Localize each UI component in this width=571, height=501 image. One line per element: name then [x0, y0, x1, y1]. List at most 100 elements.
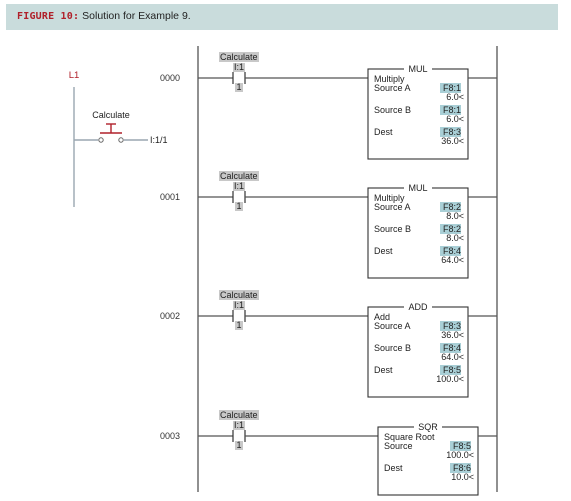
block-row-label: Source B: [374, 224, 411, 234]
block-row-value: 36.0<: [441, 330, 464, 340]
instruction-block: [377, 426, 479, 496]
block-row-value: 64.0<: [441, 352, 464, 362]
figure-label: FIGURE 10:: [17, 11, 80, 22]
contact-bit-highlight: [235, 441, 243, 450]
block-row-value: 100.0<: [436, 374, 464, 384]
block-row-value: 64.0<: [441, 255, 464, 265]
block-row-address-highlight: [440, 127, 461, 137]
contact-tag: Calculate: [220, 171, 258, 181]
contact-address-highlight: [233, 301, 245, 310]
figure-caption: FIGURE 10: Solution for Example 9.: [17, 10, 191, 22]
block-row-address: F8:4: [443, 246, 461, 256]
block-row-label: Source A: [374, 321, 411, 331]
block-row-address-highlight: [440, 202, 461, 212]
figure-caption-bar: FIGURE 10: Solution for Example 9.: [6, 4, 558, 30]
block-row-address-highlight: [450, 463, 471, 473]
block-row-address-highlight: [440, 321, 461, 331]
figure-caption-text: Solution for Example 9.: [82, 10, 191, 22]
block-row-label: Source A: [374, 83, 411, 93]
block-row-address: F8:2: [443, 202, 461, 212]
block-row-address: F8:1: [443, 83, 461, 93]
contact-address: I:1: [234, 420, 244, 430]
contact-address-highlight: [233, 63, 245, 72]
block-row-value: 6.0<: [446, 92, 464, 102]
block-row-address: F8:5: [453, 441, 471, 451]
block-row-address-highlight: [440, 246, 461, 256]
block-row-value: 36.0<: [441, 136, 464, 146]
block-row-address: F8:4: [443, 343, 461, 353]
rung-number: 0001: [160, 192, 180, 202]
block-title: Multiply: [374, 74, 405, 84]
block-header-gap: [404, 302, 432, 311]
block-row-value: 8.0<: [446, 211, 464, 221]
block-header: SQR: [418, 422, 438, 432]
rung-number: 0000: [160, 73, 180, 83]
block-header: MUL: [408, 183, 427, 193]
contact-tag-highlight: [219, 410, 259, 420]
contact-address-highlight: [233, 421, 245, 430]
rung-number: 0003: [160, 431, 180, 441]
block-row-value: 10.0<: [451, 472, 474, 482]
block-header-gap: [414, 422, 442, 431]
contact-bit: 1: [236, 201, 241, 211]
block-row-label: Dest: [374, 127, 393, 137]
block-row-label: Dest: [374, 365, 393, 375]
block-row-address-highlight: [440, 83, 461, 93]
block-row-address-highlight: [440, 365, 461, 375]
rail-label-l1: L1: [69, 70, 80, 81]
contact-tag: Calculate: [220, 410, 258, 420]
block-row-address: F8:5: [443, 365, 461, 375]
block-row-label: Dest: [374, 246, 393, 256]
block-row-address-highlight: [440, 105, 461, 115]
contact-address-highlight: [233, 182, 245, 191]
switch-terminal-right: [118, 137, 124, 143]
contact-bit: 1: [236, 320, 241, 330]
block-header-gap: [404, 64, 432, 73]
block-row-address: F8:6: [453, 463, 471, 473]
contact-bit-highlight: [235, 321, 243, 330]
block-header-gap: [404, 183, 432, 192]
contact-bit-highlight: [235, 83, 243, 92]
block-row-address-highlight: [440, 224, 461, 234]
block-title: Multiply: [374, 193, 405, 203]
block-row-address-highlight: [440, 343, 461, 353]
block-row-label: Source B: [374, 105, 411, 115]
contact-tag: Calculate: [220, 52, 258, 62]
contact-tag-highlight: [219, 290, 259, 300]
block-row-label: Dest: [384, 463, 403, 473]
block-title: Square Root: [384, 432, 435, 442]
block-row-address-highlight: [450, 441, 471, 451]
block-row-value: 100.0<: [446, 450, 474, 460]
block-header: ADD: [408, 302, 428, 312]
contact-tag-highlight: [219, 171, 259, 181]
block-title: Add: [374, 312, 390, 322]
block-row-label: Source B: [374, 343, 411, 353]
contact-address: I:1: [234, 62, 244, 72]
contact-bit: 1: [236, 440, 241, 450]
contact-tag: Calculate: [220, 290, 258, 300]
contact-tag-highlight: [219, 52, 259, 62]
input-label: I:1/1: [150, 135, 168, 145]
block-header: MUL: [408, 64, 427, 74]
block-row-value: 8.0<: [446, 233, 464, 243]
contact-address: I:1: [234, 181, 244, 191]
switch-label: Calculate: [92, 110, 130, 120]
contact-bit-highlight: [235, 202, 243, 211]
block-row-address: F8:2: [443, 224, 461, 234]
block-row-label: Source: [384, 441, 413, 451]
rung-number: 0002: [160, 311, 180, 321]
block-row-address: F8:3: [443, 321, 461, 331]
block-row-address: F8:1: [443, 105, 461, 115]
contact-bit: 1: [236, 82, 241, 92]
switch-terminal-left: [98, 137, 104, 143]
block-row-label: Source A: [374, 202, 411, 212]
block-row-value: 6.0<: [446, 114, 464, 124]
contact-address: I:1: [234, 300, 244, 310]
block-row-address: F8:3: [443, 127, 461, 137]
